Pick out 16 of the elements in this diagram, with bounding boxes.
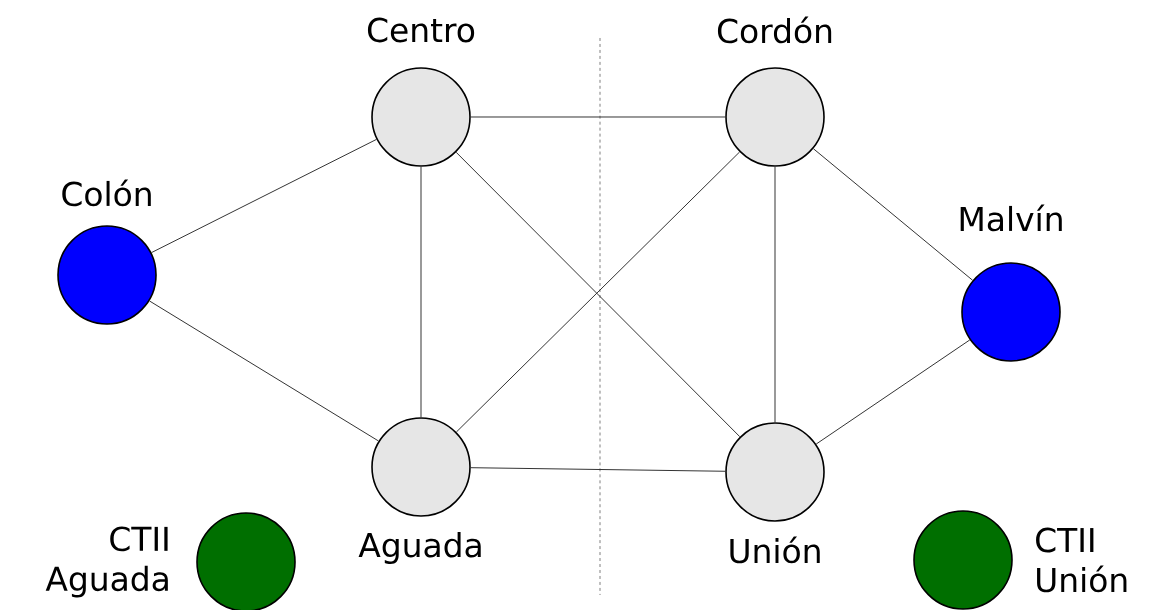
- connector-line: [815, 339, 971, 445]
- connector-line: [470, 116, 726, 118]
- node-label: Colón: [62, 179, 151, 207]
- connector-line: [812, 148, 974, 281]
- node-label: Malvín: [960, 204, 1062, 232]
- connector-line: [149, 300, 379, 442]
- node-label: Unión: [730, 536, 820, 564]
- connector-line: [151, 138, 377, 254]
- node-label: Centro: [367, 17, 475, 43]
- node-label: Cordón: [717, 16, 832, 44]
- connector-line: [420, 166, 422, 418]
- node-label: Aguada: [358, 532, 481, 564]
- connector-line: [774, 166, 776, 423]
- node-label: CTII Unión: [1036, 527, 1127, 593]
- node-label: CTII Aguada: [45, 526, 168, 598]
- connector-line: [470, 467, 726, 472]
